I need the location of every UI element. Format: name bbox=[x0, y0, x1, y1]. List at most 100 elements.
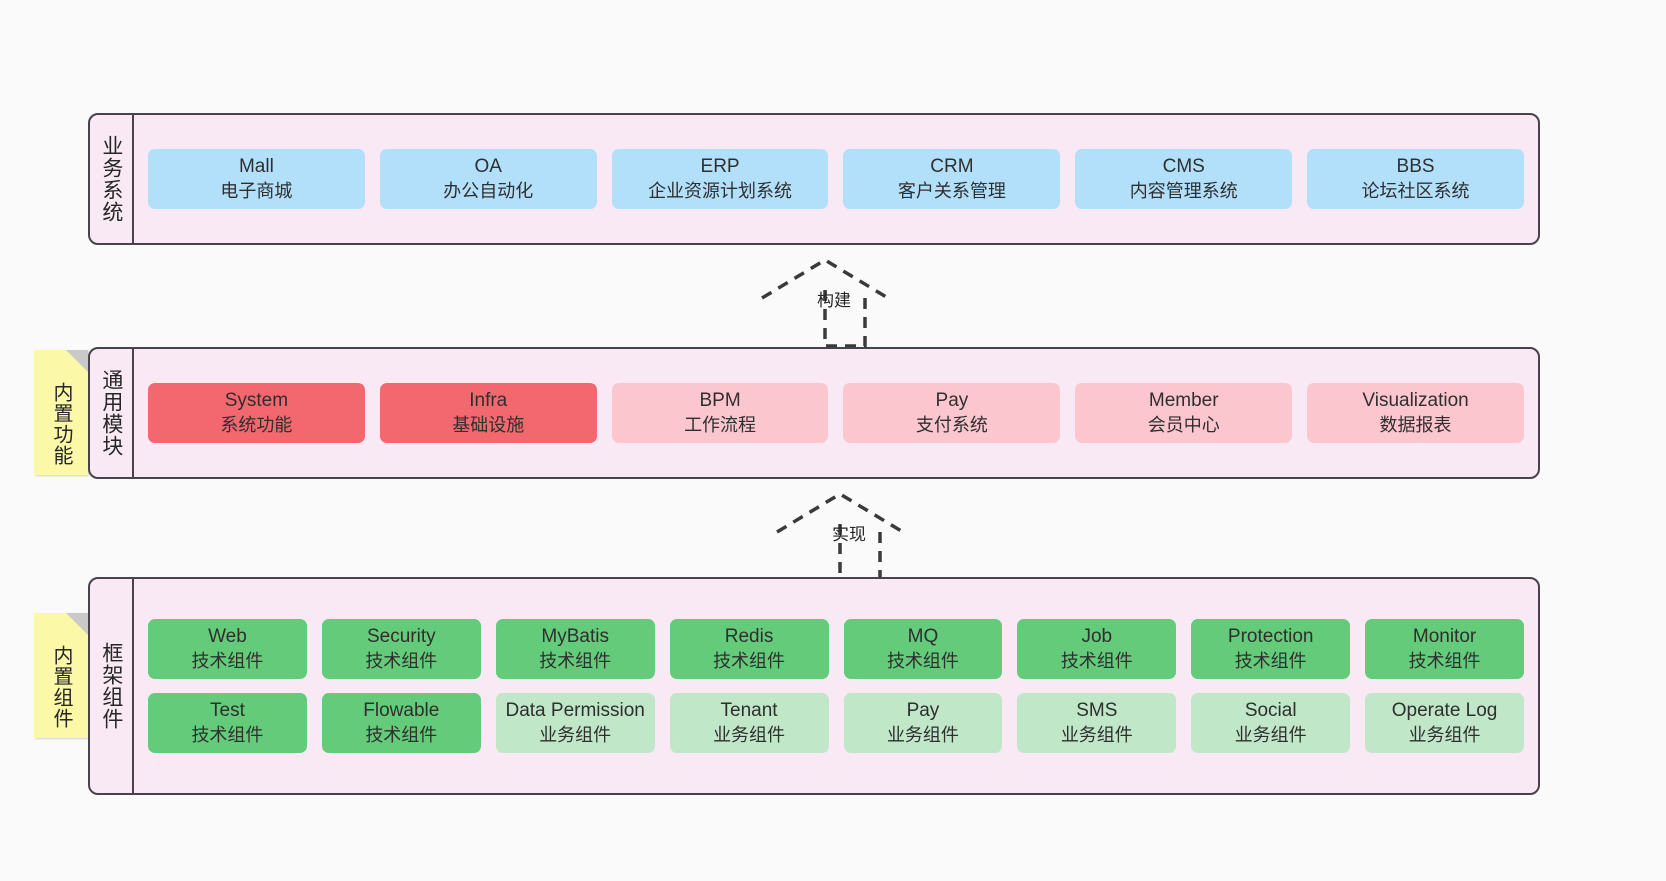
card-title: Member bbox=[1148, 389, 1219, 411]
card-protection[interactable]: Protection 技术组件 bbox=[1191, 618, 1351, 679]
card-subtitle: 业务组件 bbox=[1408, 724, 1481, 745]
layer-label-business-system: 业务系统 bbox=[90, 115, 134, 243]
card-title: Visualization bbox=[1362, 389, 1469, 411]
card-title: Infra bbox=[469, 389, 508, 411]
card-pay-biz[interactable]: Pay 业务组件 bbox=[843, 693, 1003, 754]
card-title: Job bbox=[1081, 625, 1113, 647]
card-subtitle: 技术组件 bbox=[191, 650, 264, 671]
card-erp[interactable]: ERP 企业资源计划系统 bbox=[611, 148, 829, 210]
card-subtitle: 企业资源计划系统 bbox=[648, 180, 793, 201]
layer-common-module: 通用模块 System 系统功能 Infra 基础设施 BPM 工作流程 Pay… bbox=[88, 347, 1540, 479]
connector-build: 构建 bbox=[760, 257, 900, 348]
card-job[interactable]: Job 技术组件 bbox=[1017, 618, 1177, 679]
card-infra[interactable]: Infra 基础设施 bbox=[379, 382, 597, 444]
layer-business-system: 业务系统 Mall 电子商城 OA 办公自动化 ERP 企业资源计划系统 CRM… bbox=[88, 113, 1540, 245]
card-title: Tenant bbox=[720, 700, 778, 721]
card-data-permission[interactable]: Data Permission 业务组件 bbox=[495, 693, 655, 754]
card-subtitle: 业务组件 bbox=[713, 724, 786, 745]
card-subtitle: 数据报表 bbox=[1379, 414, 1452, 435]
card-member[interactable]: Member 会员中心 bbox=[1075, 382, 1293, 444]
card-title: Monitor bbox=[1412, 625, 1477, 647]
card-title: OA bbox=[474, 155, 502, 177]
card-visualization[interactable]: Visualization 数据报表 bbox=[1307, 382, 1524, 444]
card-title: BPM bbox=[699, 389, 741, 411]
card-subtitle: 会员中心 bbox=[1147, 414, 1220, 435]
card-title: ERP bbox=[700, 155, 740, 177]
card-subtitle: 技术组件 bbox=[713, 650, 786, 671]
card-crm[interactable]: CRM 客户关系管理 bbox=[843, 148, 1061, 210]
card-subtitle: 业务组件 bbox=[539, 724, 612, 745]
card-subtitle: 电子商城 bbox=[220, 180, 293, 201]
layer-body-framework-component: Web 技术组件 Security 技术组件 MyBatis 技术组件 Redi… bbox=[134, 579, 1538, 793]
card-subtitle: 业务组件 bbox=[1234, 724, 1307, 745]
card-subtitle: 系统功能 bbox=[220, 414, 293, 435]
card-subtitle: 办公自动化 bbox=[443, 180, 534, 201]
connector-stem bbox=[823, 290, 867, 348]
card-operate-log[interactable]: Operate Log 业务组件 bbox=[1365, 693, 1524, 754]
card-title: Redis bbox=[724, 625, 774, 647]
card-mq[interactable]: MQ 技术组件 bbox=[843, 618, 1003, 679]
card-subtitle: 技术组件 bbox=[886, 650, 959, 671]
card-mybatis[interactable]: MyBatis 技术组件 bbox=[495, 618, 655, 679]
card-title: Data Permission bbox=[505, 700, 645, 721]
card-subtitle: 内容管理系统 bbox=[1129, 180, 1238, 201]
card-row: Mall 电子商城 OA 办公自动化 ERP 企业资源计划系统 CRM 客户关系… bbox=[148, 148, 1524, 210]
card-title: BBS bbox=[1396, 155, 1435, 177]
card-title: Web bbox=[208, 625, 247, 647]
card-title: Security bbox=[366, 625, 436, 647]
card-bpm[interactable]: BPM 工作流程 bbox=[611, 382, 829, 444]
card-subtitle: 基础设施 bbox=[452, 414, 525, 435]
card-title: Social bbox=[1244, 700, 1297, 721]
card-subtitle: 工作流程 bbox=[684, 414, 757, 435]
card-subtitle: 论坛社区系统 bbox=[1361, 180, 1470, 201]
card-subtitle: 技术组件 bbox=[1060, 650, 1133, 671]
layer-body-business-system: Mall 电子商城 OA 办公自动化 ERP 企业资源计划系统 CRM 客户关系… bbox=[134, 115, 1538, 243]
card-bbs[interactable]: BBS 论坛社区系统 bbox=[1307, 148, 1524, 210]
card-tenant[interactable]: Tenant 业务组件 bbox=[669, 693, 829, 754]
card-flowable[interactable]: Flowable 技术组件 bbox=[321, 693, 481, 754]
card-web[interactable]: Web 技术组件 bbox=[148, 618, 307, 679]
layer-framework-component: 框架组件 Web 技术组件 Security 技术组件 MyBatis 技术组件… bbox=[88, 577, 1540, 795]
card-system[interactable]: System 系统功能 bbox=[148, 382, 365, 444]
card-title: Operate Log bbox=[1391, 700, 1498, 721]
card-subtitle: 技术组件 bbox=[191, 724, 264, 745]
layer-label-framework-component: 框架组件 bbox=[90, 579, 134, 793]
card-redis[interactable]: Redis 技术组件 bbox=[669, 618, 829, 679]
connector-implement: 实现 bbox=[775, 491, 915, 582]
card-sms[interactable]: SMS 业务组件 bbox=[1017, 693, 1177, 754]
card-subtitle: 业务组件 bbox=[886, 724, 959, 745]
card-title: Protection bbox=[1227, 625, 1314, 647]
card-mall[interactable]: Mall 电子商城 bbox=[148, 148, 365, 210]
note-builtin-component: 内置组件 bbox=[34, 613, 88, 738]
card-subtitle: 支付系统 bbox=[915, 414, 988, 435]
card-title: CRM bbox=[930, 155, 974, 177]
card-subtitle: 技术组件 bbox=[539, 650, 612, 671]
card-title: System bbox=[224, 389, 289, 411]
card-row: System 系统功能 Infra 基础设施 BPM 工作流程 Pay 支付系统… bbox=[148, 382, 1524, 444]
card-test[interactable]: Test 技术组件 bbox=[148, 693, 307, 754]
card-cms[interactable]: CMS 内容管理系统 bbox=[1075, 148, 1293, 210]
connector-arrowhead bbox=[761, 257, 889, 300]
card-subtitle: 技术组件 bbox=[1408, 650, 1481, 671]
card-row: Web 技术组件 Security 技术组件 MyBatis 技术组件 Redi… bbox=[148, 618, 1524, 679]
layer-body-common-module: System 系统功能 Infra 基础设施 BPM 工作流程 Pay 支付系统… bbox=[134, 349, 1538, 477]
card-oa[interactable]: OA 办公自动化 bbox=[379, 148, 597, 210]
card-title: MyBatis bbox=[541, 625, 609, 647]
connector-build-label: 构建 bbox=[817, 291, 851, 310]
card-title: MQ bbox=[907, 625, 939, 647]
card-title: Flowable bbox=[363, 700, 440, 721]
card-subtitle: 技术组件 bbox=[365, 724, 438, 745]
card-title: SMS bbox=[1076, 700, 1118, 721]
note-builtin-function: 内置功能 bbox=[34, 350, 88, 475]
connector-implement-label: 实现 bbox=[832, 525, 866, 544]
card-subtitle: 技术组件 bbox=[1234, 650, 1307, 671]
card-subtitle: 客户关系管理 bbox=[897, 180, 1006, 201]
card-security[interactable]: Security 技术组件 bbox=[321, 618, 481, 679]
card-pay[interactable]: Pay 支付系统 bbox=[843, 382, 1061, 444]
card-subtitle: 业务组件 bbox=[1060, 724, 1133, 745]
card-subtitle: 技术组件 bbox=[365, 650, 438, 671]
card-title: Pay bbox=[906, 700, 940, 721]
card-social[interactable]: Social 业务组件 bbox=[1191, 693, 1351, 754]
card-monitor[interactable]: Monitor 技术组件 bbox=[1365, 618, 1524, 679]
